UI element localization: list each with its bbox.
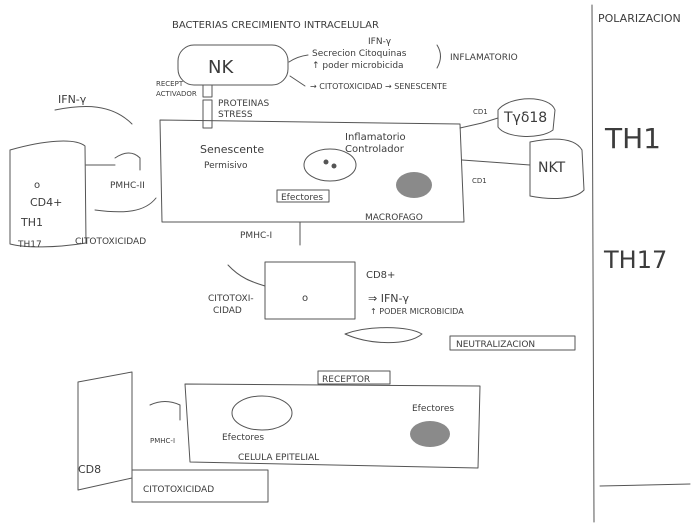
cd4-line2: CD4+ (30, 196, 62, 209)
cd4-pmhc-shape (114, 152, 141, 171)
cd8-bottom-cytotox-box (131, 469, 269, 503)
effectors-box (276, 189, 330, 203)
cd8-top-cell (264, 261, 356, 320)
epithelial-effectors-right: Efectores (412, 404, 454, 414)
sidebar-bottom-line (599, 483, 691, 487)
nk-stress-line2: STRESS (218, 110, 253, 120)
cd8-bottom-label: CD8 (78, 463, 101, 476)
cd8-top-power: ↑ PODER MICROBICIDA (370, 307, 464, 316)
macrophage-inflammatory: Inflamatorio (345, 132, 406, 143)
bacteria-dot (323, 159, 329, 165)
sidebar-divider (591, 4, 595, 523)
nk-cytotoxicity: → CITOTOXICIDAD → SENESCENTE (310, 82, 447, 91)
epithelial-label: CELULA EPITELIAL (238, 453, 319, 463)
epithelial-nucleus (410, 421, 450, 447)
cd4-cytotox: CITOTOXICIDAD (75, 237, 146, 247)
epithelial-effectors-left: Efectores (222, 433, 264, 443)
neutralization-box (449, 335, 576, 351)
sidebar-heading: POLARIZACION (598, 12, 681, 25)
receptor-box (317, 370, 391, 385)
epithelial-cell (184, 383, 481, 469)
cd8-top-cytotox-shape (227, 264, 266, 287)
epithelial-vesicle (231, 395, 293, 431)
nkt-cd1: CD1 (472, 177, 487, 185)
tgd-cell (497, 98, 556, 137)
cd4-ifn-arrow (54, 106, 133, 125)
sidebar-th17: TH17 (603, 246, 667, 274)
antibody-shape (344, 327, 423, 344)
nk-power: ↑ poder microbicida (312, 61, 404, 71)
cd8-top-label: CD8+ (366, 270, 395, 281)
macrophage-effectors: Efectores (281, 193, 323, 203)
nk-stress-line1: PROTEINAS (218, 99, 269, 109)
cd4-cell (9, 140, 87, 248)
cd4-line1: o (34, 180, 40, 191)
nk-label: NK (208, 57, 234, 78)
epithelial-pmhc1: PMHC-I (150, 437, 175, 445)
cd4-line4: TH17 (17, 240, 42, 250)
nk-secretion: Secrecion Citoquinas (312, 49, 407, 59)
nk-inflammatory: INFLAMATORIO (450, 53, 518, 63)
phagosome-vesicle (303, 148, 357, 182)
cd4-ifn: IFN-γ (58, 93, 87, 106)
nkt-cell (529, 138, 585, 199)
nkt-connection (461, 159, 531, 166)
bacteria-dot (331, 163, 337, 169)
macrophage-permissive: Permisivo (204, 161, 248, 171)
antibody-neutralization: NEUTRALIZACION (456, 340, 535, 350)
macrophage-cell (159, 119, 465, 223)
nk-cytotox-arrow (289, 75, 306, 87)
macrophage-senescent: Senescente (200, 143, 264, 156)
nucleus-shape (396, 172, 432, 198)
cd8-top-cytotox-line2: CIDAD (213, 306, 242, 316)
antibody-receptor: RECEPTOR (322, 375, 370, 385)
cd4-line3: TH1 (20, 216, 43, 229)
nk-ifn: IFN-γ (368, 37, 392, 47)
macrophage-label: MACROFAGO (365, 213, 423, 223)
cd8-top-cell-mark: o (302, 293, 308, 304)
cd8-top-cytotox-line1: CITOTOXI- (208, 294, 254, 304)
sidebar-th1: TH1 (604, 122, 661, 155)
tgd-connection (459, 117, 499, 129)
tgd-label: Tγδ18 (503, 110, 547, 126)
nk-receptor-line1: RECEPT (156, 80, 184, 88)
cd8-top-ifn: ⇒ IFN-γ (368, 292, 409, 305)
nk-cell (177, 44, 289, 86)
page-title: BACTERIAS CRECIMIENTO INTRACELULAR (172, 20, 379, 31)
macrophage-pmhc1: PMHC-I (240, 231, 272, 241)
nkt-label: NKT (538, 160, 566, 176)
cd8-bottom-cytotox: CITOTOXICIDAD (143, 485, 214, 495)
nk-receptor-line2: ACTIVADOR (156, 90, 197, 98)
tgd-cd1: CD1 (473, 108, 488, 116)
macrophage-controller: Controlador (345, 144, 405, 155)
epithelial-mhc-shape (149, 401, 181, 421)
nk-brace (436, 44, 441, 69)
cd4-cytotox-arrow (94, 197, 157, 213)
cd4-pmhc: PMHC-II (110, 181, 145, 191)
stress-protein-shape (202, 99, 213, 129)
nk-receptor-shape (202, 84, 213, 98)
nk-secretion-arrow (288, 54, 309, 63)
